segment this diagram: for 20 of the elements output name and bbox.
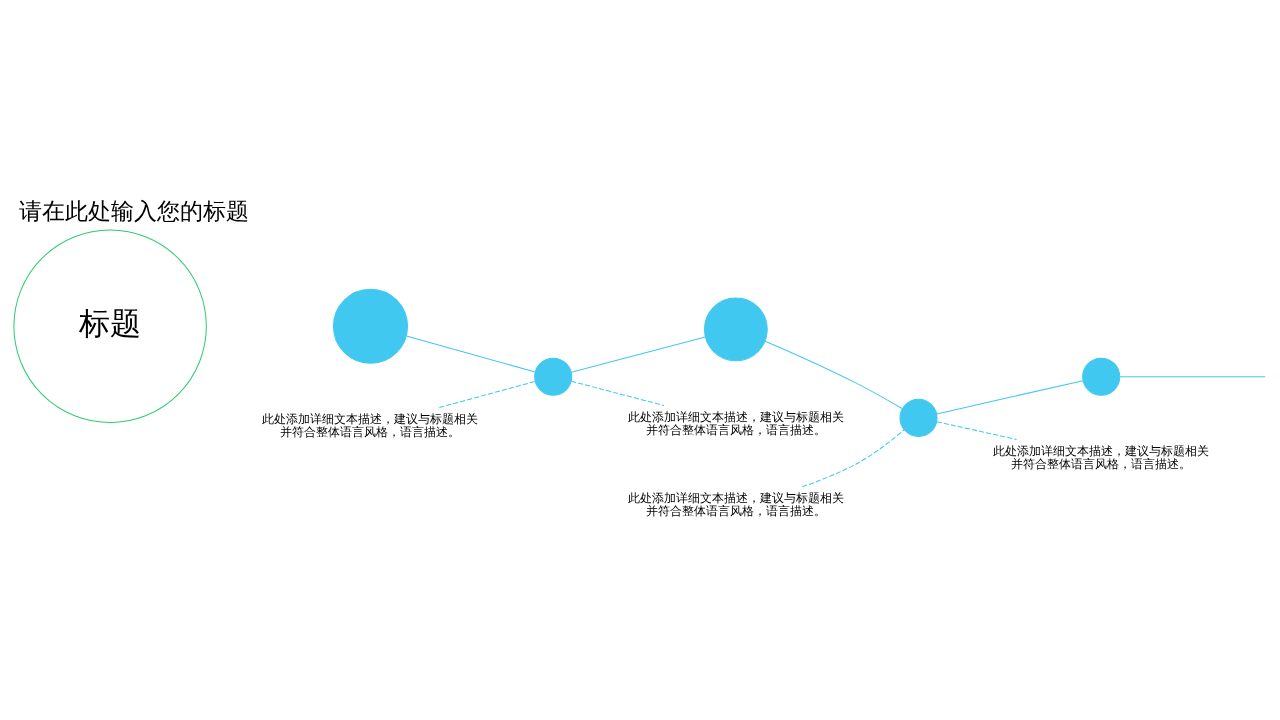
- node-circle: [1082, 357, 1121, 396]
- connector: [936, 420, 1018, 440]
- node-circle: [332, 288, 409, 364]
- connector: [1119, 375, 1266, 377]
- connector: [764, 340, 903, 409]
- connector: [405, 335, 536, 372]
- node-circle: [703, 296, 768, 361]
- connector: [438, 380, 536, 408]
- node-circle: [534, 357, 573, 396]
- diagram-title: 请在此处输入您的标题: [19, 197, 250, 224]
- node-text: 此处添加详细文本描述，建议与标题相关并符合整体语言风格，语言描述。: [627, 409, 844, 437]
- connector: [801, 428, 905, 487]
- node-text: 此处添加详细文本描述，建议与标题相关并符合整体语言风格，语言描述。: [993, 443, 1210, 471]
- connector: [570, 380, 665, 406]
- node-text: 此处添加详细文本描述，建议与标题相关并符合整体语言风格，语言描述。: [627, 490, 844, 518]
- node-text: 此处添加详细文本描述，建议与标题相关并符合整体语言风格，语言描述。: [262, 411, 479, 439]
- connector: [936, 379, 1084, 414]
- node-circle: [899, 398, 938, 437]
- node-circle: 标题: [13, 229, 207, 423]
- connector: [570, 336, 706, 373]
